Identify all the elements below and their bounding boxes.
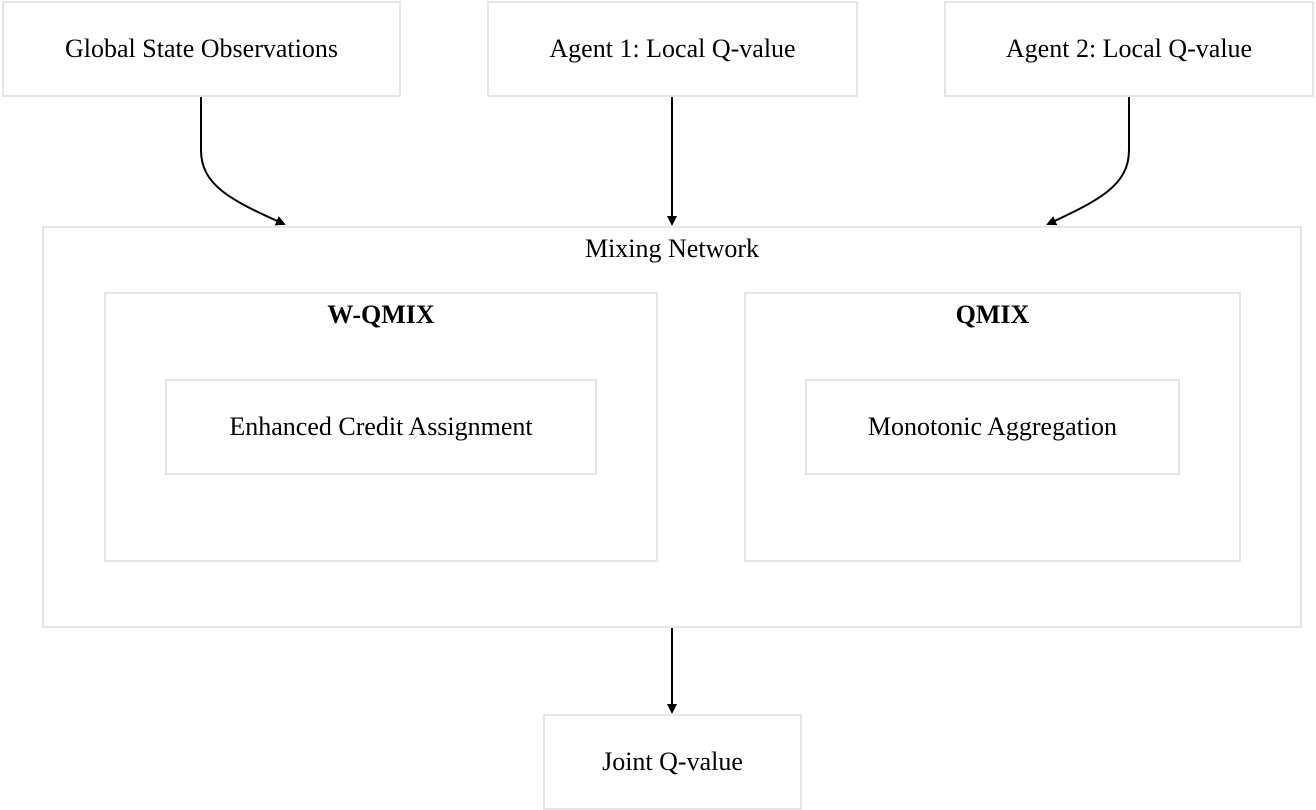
cluster-title: QMIX bbox=[955, 300, 1030, 329]
node-label: Enhanced Credit Assignment bbox=[229, 412, 533, 441]
node-global-state-observations: Global State Observations bbox=[2, 1, 401, 97]
edge-agent2-to-mixing bbox=[1046, 97, 1130, 226]
node-agent2-local-q-value: Agent 2: Local Q-value bbox=[944, 1, 1314, 97]
node-label: Joint Q-value bbox=[602, 747, 743, 776]
edge-global-to-mixing bbox=[200, 97, 286, 226]
node-label: Global State Observations bbox=[65, 34, 338, 63]
node-label: Monotonic Aggregation bbox=[867, 412, 1118, 441]
node-label: Agent 2: Local Q-value bbox=[1005, 34, 1253, 63]
node-label: Agent 1: Local Q-value bbox=[549, 34, 796, 63]
node-enhanced-credit-assignment: Enhanced Credit Assignment bbox=[165, 379, 597, 475]
node-agent1-local-q-value: Agent 1: Local Q-value bbox=[487, 1, 858, 97]
cluster-title: Mixing Network bbox=[584, 234, 760, 263]
node-joint-q-value: Joint Q-value bbox=[543, 714, 802, 810]
node-monotonic-aggregation: Monotonic Aggregation bbox=[805, 379, 1180, 475]
cluster-title: W-QMIX bbox=[327, 300, 435, 329]
